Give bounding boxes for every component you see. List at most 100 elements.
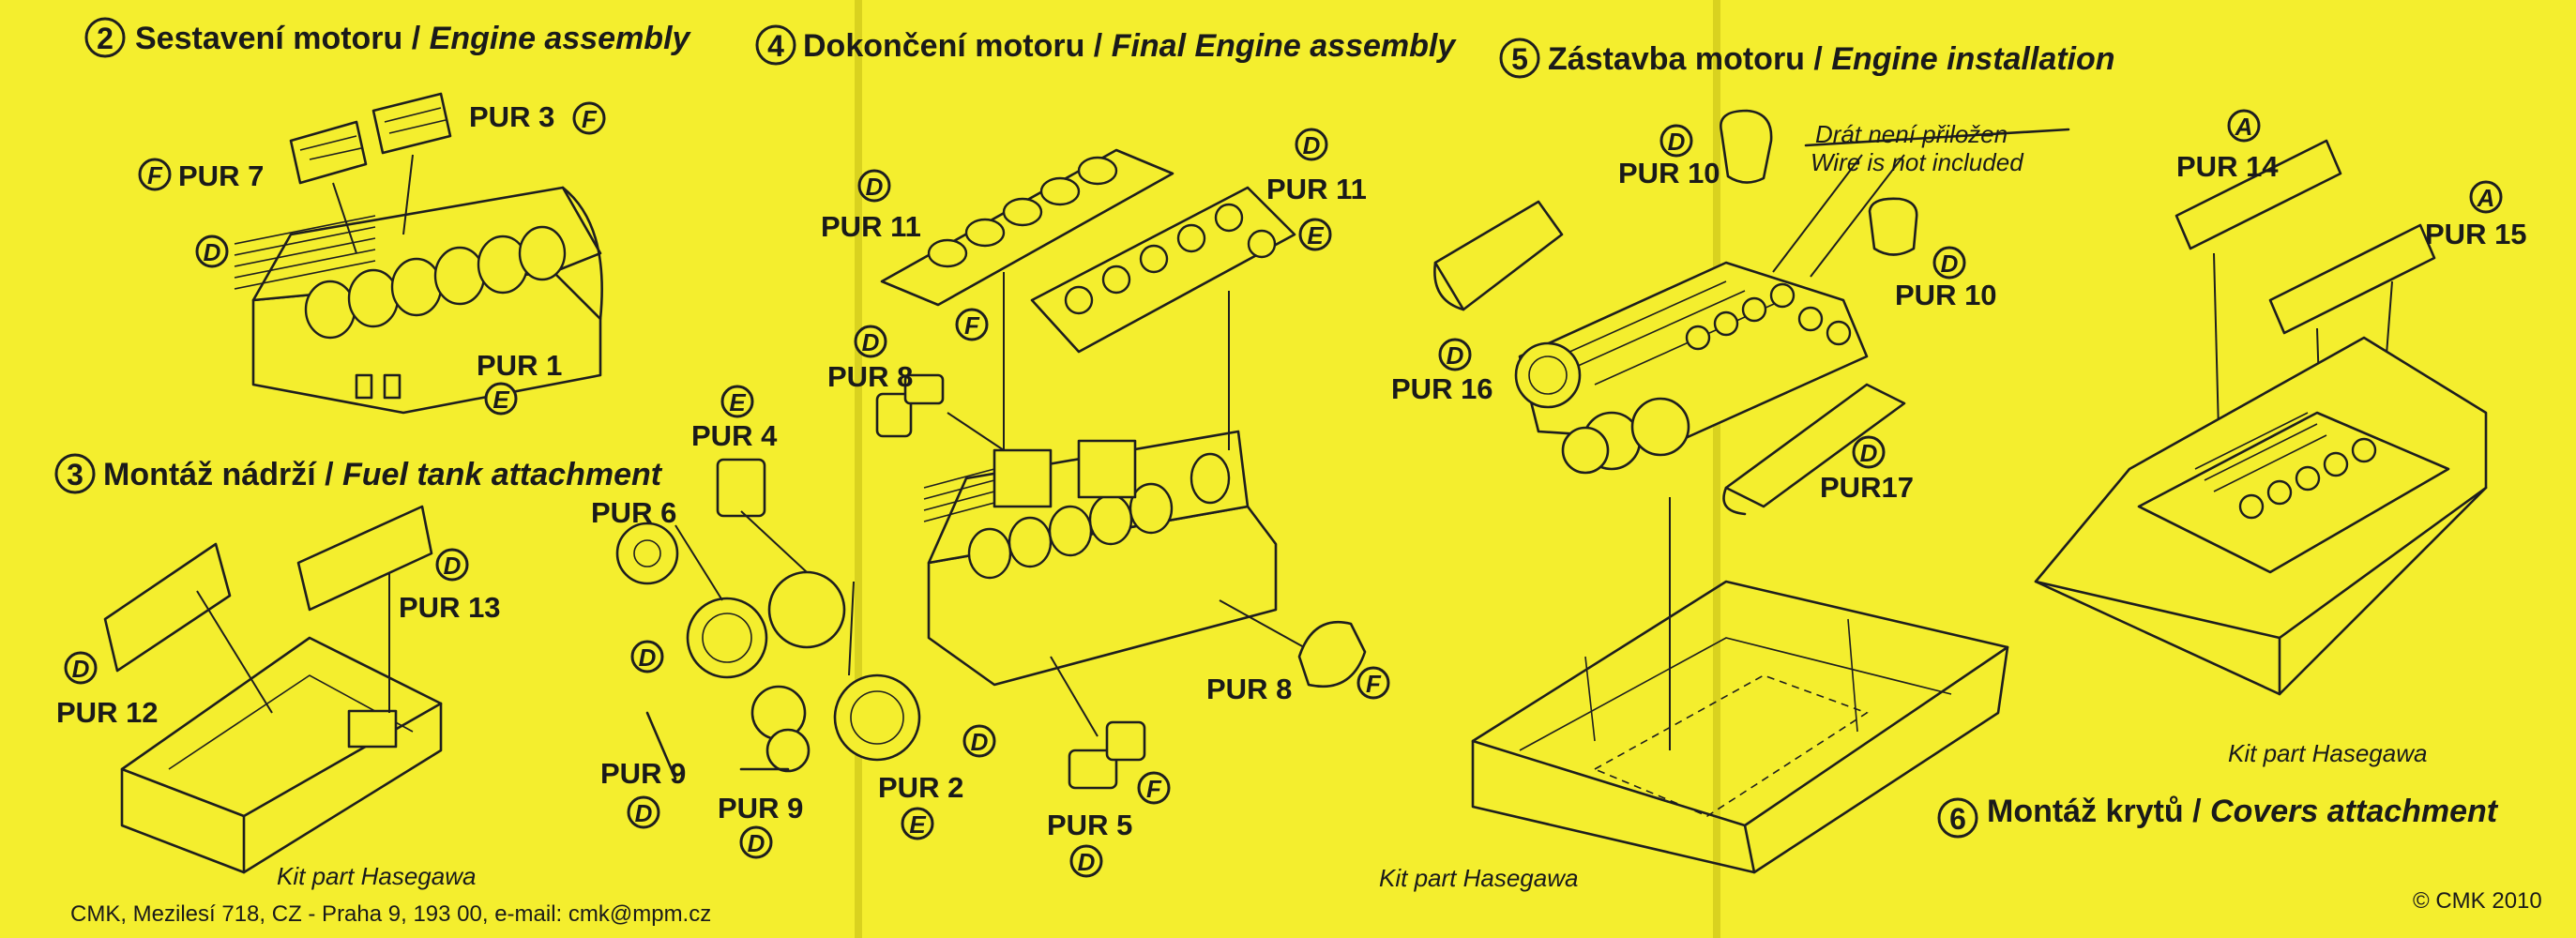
wire-note-en: Wire is not included (1811, 148, 2024, 176)
material-d-badge (1852, 435, 1886, 469)
svg-text:D: D (639, 643, 657, 672)
title-cz: Sestavení motoru / (135, 21, 430, 56)
svg-text:A: A (2477, 184, 2495, 212)
material-f-badge (138, 158, 172, 191)
material-e-badge (484, 382, 518, 416)
part-label: PUR 2 (878, 771, 963, 804)
address-text: CMK, Mezilesí 718, CZ - Praha 9, 193 00,… (70, 901, 711, 927)
material-e-badge (901, 807, 934, 840)
step-circle (54, 453, 96, 494)
svg-text:F: F (582, 105, 598, 133)
material-d-badge (1438, 338, 1472, 371)
part-label: PUR 4 (691, 419, 778, 452)
part-label: PUR 3 (469, 100, 554, 133)
kit-part-note: Kit part Hasegawa (2228, 739, 2427, 767)
part-label: PUR 12 (56, 696, 159, 729)
material-d-badge (962, 724, 996, 758)
section-4-labels: D PUR 11 D PUR 11 E F D PUR 8 E PUR 4 PU… (591, 128, 1390, 878)
section-4-title: 4 Dokončení motoru / Final Engine assemb… (755, 24, 1457, 66)
footer-address: CMK, Mezilesí 718, CZ - Praha 9, 193 00,… (70, 901, 711, 927)
material-d-badge (1659, 124, 1693, 158)
material-a-badge (2227, 109, 2261, 143)
svg-text:E: E (729, 388, 746, 416)
wire-note-line (1804, 128, 2070, 147)
svg-text:F: F (964, 311, 980, 340)
cover-plate (2174, 139, 2342, 250)
svg-text:D: D (1447, 341, 1464, 370)
step-circle (1937, 797, 1978, 839)
material-d-badge (1069, 844, 1103, 878)
material-a-badge (2469, 180, 2503, 214)
footer-copyright: © CMK 2010 (2413, 888, 2542, 914)
section-6-labels: A PUR 14 A PUR 15 Kit part Hasegawa (2176, 109, 2527, 767)
part-label: PUR 6 (591, 496, 676, 529)
material-f-badge (1356, 666, 1390, 700)
material-d-badge (854, 325, 887, 358)
material-e-badge (1298, 218, 1332, 251)
svg-text:D: D (204, 238, 221, 266)
material-d-badge (627, 795, 660, 829)
step-title: Zástavba motoru / Engine installation (1548, 41, 2115, 77)
svg-text:D: D (1941, 250, 1959, 278)
title-en: Engine assembly (430, 21, 692, 56)
fuel-tank-hull-drawing (103, 505, 443, 874)
section-5-title: 5 Zástavba motoru / Engine installation (1499, 38, 2115, 79)
final-engine-drawing (615, 148, 1367, 790)
material-d-badge (630, 640, 664, 673)
part-label: PUR 10 (1618, 157, 1720, 189)
svg-text:D: D (971, 728, 989, 756)
part-label: PUR 9 (718, 792, 803, 825)
svg-text:D: D (866, 173, 884, 201)
step-title: Dokončení motoru / Final Engine assembly (803, 28, 1457, 64)
step-title: Montáž nádrží / Fuel tank attachment (103, 457, 663, 492)
section-3-title: 3 Montáž nádrží / Fuel tank attachment (54, 453, 663, 494)
wire-note-cz: Drát není přiložen (1815, 120, 2008, 148)
part-label: PUR 10 (1895, 279, 1997, 311)
step-title: Sestavení motoru / Engine assembly (135, 21, 692, 56)
part-label: PUR 8 (1206, 673, 1292, 705)
svg-text:D: D (862, 328, 880, 356)
step-circle (84, 17, 126, 58)
part-label: PUR 11 (821, 210, 921, 243)
part-label: PUR 15 (2425, 218, 2527, 250)
svg-text:E: E (492, 386, 509, 414)
part-label: PUR 7 (178, 159, 264, 192)
svg-text:6: 6 (1949, 802, 1966, 836)
part-label: PUR 14 (2176, 150, 2279, 183)
material-e-badge (720, 385, 754, 418)
svg-text:E: E (1307, 221, 1324, 250)
material-d-badge (739, 825, 773, 859)
copyright-text: © CMK 2010 (2413, 888, 2542, 914)
kit-part-note: Kit part Hasegawa (1379, 864, 1578, 892)
material-d-badge (64, 651, 98, 685)
svg-text:D: D (1860, 439, 1878, 467)
engine-installation-drawing (1433, 109, 2070, 874)
section-2-labels: F PUR 7 PUR 3 F D PUR 1 E (138, 100, 606, 416)
step-title: Montáž krytů / Covers attachment (1987, 794, 2499, 829)
material-f-badge (1137, 771, 1171, 805)
part-label: PUR 5 (1047, 809, 1132, 841)
section-3-labels: D PUR 13 D PUR 12 Kit part Hasegawa (56, 548, 501, 890)
cover-plate (2268, 223, 2436, 335)
section-6-title: 6 Montáž krytů / Covers attachment (1937, 794, 2499, 839)
part-label: PUR17 (1820, 471, 1914, 504)
svg-text:D: D (1078, 848, 1096, 876)
part-label: PUR 1 (477, 349, 562, 382)
svg-text:E: E (909, 810, 926, 839)
svg-text:D: D (72, 655, 90, 683)
part-label: PUR 16 (1391, 372, 1493, 405)
kit-part-note: Kit part Hasegawa (277, 862, 476, 890)
material-f-badge (572, 101, 606, 135)
step-number: 2 (97, 22, 114, 55)
section-2-title: 2 Sestavení motoru / Engine assembly (84, 17, 692, 58)
svg-text:5: 5 (1511, 42, 1528, 76)
material-d-badge (1295, 128, 1328, 161)
svg-text:D: D (444, 552, 462, 580)
material-d-badge (1932, 246, 1966, 280)
material-d-badge (195, 234, 229, 268)
part-label: PUR 13 (399, 591, 501, 624)
part-label: PUR 11 (1266, 173, 1367, 205)
step-circle (755, 24, 796, 66)
section-5-labels: D PUR 10 Drát není přiložen Wire is not … (1379, 120, 2024, 892)
